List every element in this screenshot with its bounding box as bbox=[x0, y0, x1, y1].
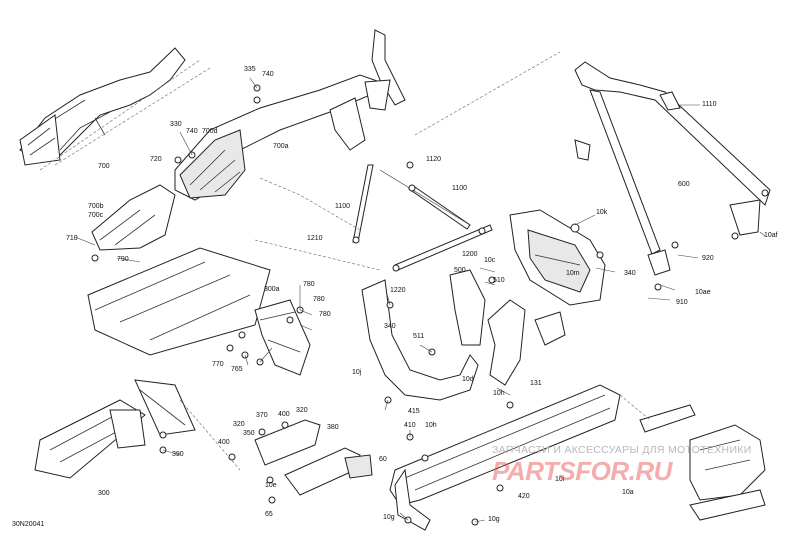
callout-340b: 340 bbox=[384, 323, 396, 330]
callout-10j: 10j bbox=[352, 369, 362, 376]
callout-380: 380 bbox=[327, 424, 339, 431]
callout-350: 350 bbox=[243, 430, 255, 437]
callout-10af: 10af bbox=[764, 232, 778, 239]
seat-base-plate bbox=[34, 379, 196, 479]
callout-1100: 1100 bbox=[335, 203, 351, 210]
lower-front-frame bbox=[91, 184, 176, 251]
callout-10a: 10a bbox=[622, 489, 634, 496]
callout-740: 740 bbox=[262, 71, 274, 78]
callout-leaders bbox=[74, 77, 766, 523]
callout-720: 720 bbox=[150, 156, 162, 163]
callout-1220: 1220 bbox=[390, 287, 406, 294]
callout-10ae: 10ae bbox=[695, 289, 711, 296]
floor-pan bbox=[389, 384, 621, 531]
callout-10c: 10c bbox=[484, 257, 496, 264]
callout-700c: 700c bbox=[88, 212, 104, 219]
callout-300a: 300a bbox=[264, 286, 280, 293]
rear-storage-bin bbox=[639, 404, 766, 521]
front-roll-bar bbox=[174, 29, 406, 201]
callout-420: 420 bbox=[518, 493, 530, 500]
floor-panel bbox=[87, 247, 271, 356]
rear-bulkhead bbox=[509, 209, 606, 306]
diagram-code: 30N20041 bbox=[12, 521, 45, 528]
center-bracket bbox=[254, 299, 311, 376]
callout-10m: 10m bbox=[566, 270, 580, 277]
callout-10g: 10g bbox=[383, 514, 395, 521]
callout-700d: 700d bbox=[202, 128, 218, 135]
callout-10h: 10h bbox=[493, 390, 505, 397]
callout-10e: 10e bbox=[265, 482, 277, 489]
callout-780: 780 bbox=[319, 311, 331, 318]
callout-320: 320 bbox=[296, 407, 308, 414]
callout-400b: 400 bbox=[218, 439, 230, 446]
callout-780: 780 bbox=[313, 296, 325, 303]
callout-910: 910 bbox=[676, 299, 688, 306]
callout-600: 600 bbox=[678, 181, 690, 188]
callout-510: 510 bbox=[493, 277, 505, 284]
callout-10g2: 10g bbox=[488, 516, 500, 523]
callout-700a: 700a bbox=[273, 143, 289, 150]
callout-300: 300 bbox=[98, 490, 110, 497]
callout-370: 370 bbox=[256, 412, 268, 419]
callout-780: 780 bbox=[303, 281, 315, 288]
front-bulkhead bbox=[361, 269, 566, 401]
callout-410: 410 bbox=[404, 422, 416, 429]
mounting-plate bbox=[254, 419, 373, 496]
rear-roll-bar bbox=[574, 61, 771, 276]
tie-rods bbox=[352, 164, 493, 271]
callout-335: 335 bbox=[244, 66, 256, 73]
callout-10k: 10k bbox=[596, 209, 608, 216]
callout-10d: 10d bbox=[462, 376, 474, 383]
callout-920: 920 bbox=[702, 255, 714, 262]
callout-330: 330 bbox=[170, 121, 182, 128]
callout-10i: 10i bbox=[555, 476, 565, 483]
callout-500: 500 bbox=[454, 267, 466, 274]
watermark-tagline: ЗАПЧАСТИ И АКСЕССУАРЫ ДЛЯ МОТОТЕХНИКИ bbox=[492, 444, 752, 456]
hardware-fasteners bbox=[91, 84, 769, 526]
callout-1210: 1210 bbox=[307, 235, 323, 242]
callout-65: 65 bbox=[265, 511, 273, 518]
callout-1110: 1110 bbox=[702, 101, 717, 108]
callout-60: 60 bbox=[379, 456, 387, 463]
roll-cage-side-frame bbox=[19, 47, 201, 171]
callout-740: 740 bbox=[186, 128, 198, 135]
callout-770: 770 bbox=[212, 361, 224, 368]
watermark-logo: PARTSFOR.RU bbox=[492, 456, 672, 486]
callout-765: 765 bbox=[231, 366, 243, 373]
callout-1120: 1120 bbox=[426, 156, 442, 163]
callout-1200: 1200 bbox=[462, 251, 478, 258]
callout-710: 710 bbox=[66, 235, 78, 242]
callout-390: 390 bbox=[172, 451, 184, 458]
callout-10h2: 10h bbox=[425, 422, 437, 429]
callout-340: 340 bbox=[624, 270, 636, 277]
callout-511: 511 bbox=[413, 333, 425, 340]
callout-700b: 700b bbox=[88, 203, 104, 210]
callout-415: 415 bbox=[408, 408, 420, 415]
callout-320b: 320 bbox=[233, 421, 245, 428]
callout-790: 790 bbox=[117, 256, 129, 263]
callout-131: 131 bbox=[530, 380, 542, 387]
callout-700: 700 bbox=[98, 163, 110, 170]
callout-1100b: 1100 bbox=[452, 185, 468, 192]
callout-400: 400 bbox=[278, 411, 290, 418]
